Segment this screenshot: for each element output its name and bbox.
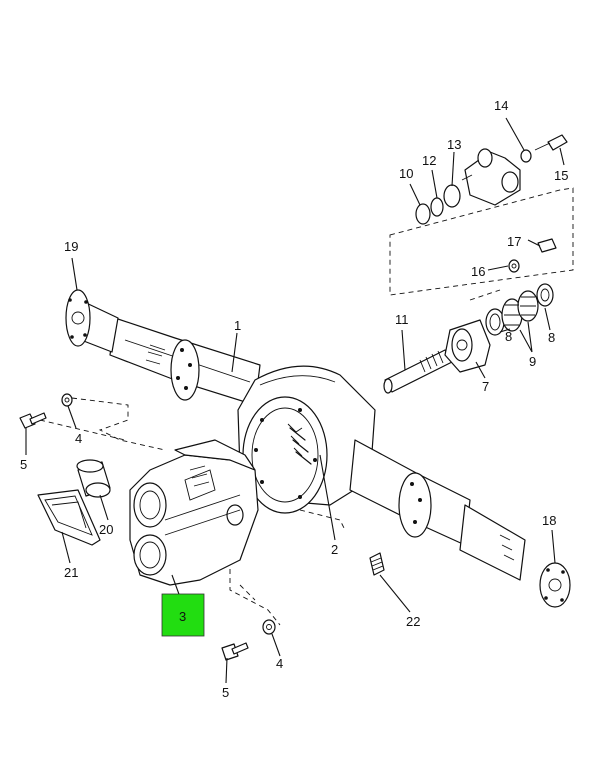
callout-13[interactable]: 13 bbox=[447, 137, 461, 152]
highlight-part-3[interactable] bbox=[161, 593, 205, 637]
washer-lower bbox=[262, 619, 276, 635]
callout-9[interactable]: 9 bbox=[529, 354, 536, 369]
callout-14[interactable]: 14 bbox=[494, 98, 508, 113]
nut-17 bbox=[537, 238, 557, 253]
callout-7[interactable]: 7 bbox=[482, 379, 489, 394]
washer-16 bbox=[508, 259, 520, 273]
callout-22[interactable]: 22 bbox=[406, 614, 420, 629]
callout-17[interactable]: 17 bbox=[507, 234, 521, 249]
vent-22 bbox=[369, 552, 385, 576]
washer-upper bbox=[61, 393, 73, 407]
gasket-21 bbox=[37, 489, 101, 546]
callout-4-upper[interactable]: 4 bbox=[75, 431, 82, 446]
callout-21[interactable]: 21 bbox=[64, 565, 78, 580]
callout-4-lower[interactable]: 4 bbox=[276, 656, 283, 671]
yoke-assembly bbox=[415, 134, 568, 225]
assembly-dashed-lines bbox=[39, 187, 574, 626]
studs bbox=[287, 423, 312, 465]
callout-11[interactable]: 11 bbox=[395, 312, 409, 327]
callout-5-lower[interactable]: 5 bbox=[222, 685, 229, 700]
bearings bbox=[485, 283, 554, 336]
axle-housing bbox=[65, 289, 526, 581]
callout-3[interactable]: 3 bbox=[179, 609, 186, 624]
callout-5-upper[interactable]: 5 bbox=[20, 457, 27, 472]
bolt-lower bbox=[221, 642, 249, 661]
callout-16[interactable]: 16 bbox=[471, 264, 485, 279]
callout-15[interactable]: 15 bbox=[554, 168, 568, 183]
callout-12[interactable]: 12 bbox=[422, 153, 436, 168]
leader-lines bbox=[25, 117, 565, 684]
carrier-housing bbox=[129, 439, 259, 586]
callout-18[interactable]: 18 bbox=[542, 513, 556, 528]
callout-20[interactable]: 20 bbox=[99, 522, 113, 537]
callout-19[interactable]: 19 bbox=[64, 239, 78, 254]
pinion-gears bbox=[501, 290, 539, 332]
wheel-hub-right bbox=[539, 562, 571, 608]
plug-20 bbox=[76, 459, 111, 498]
callout-10[interactable]: 10 bbox=[399, 166, 413, 181]
bolt-upper bbox=[19, 412, 47, 429]
callout-labels: 19 1 2 3 4 5 4 5 7 8 8 9 11 10 12 13 14 … bbox=[20, 98, 568, 700]
callout-2[interactable]: 2 bbox=[331, 542, 338, 557]
drive-shaft bbox=[383, 349, 453, 394]
callout-8-right[interactable]: 8 bbox=[548, 330, 555, 345]
callout-8-left[interactable]: 8 bbox=[505, 329, 512, 344]
bearing-cage bbox=[444, 319, 491, 373]
callout-1[interactable]: 1 bbox=[234, 318, 241, 333]
